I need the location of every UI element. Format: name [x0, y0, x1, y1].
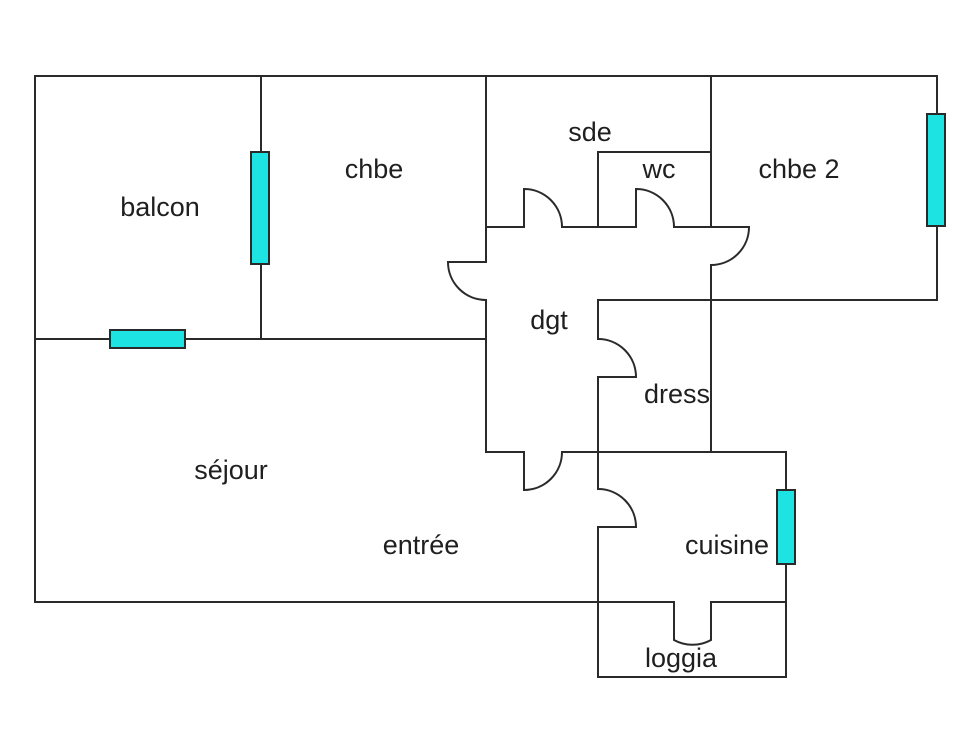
- door-sde: [523, 187, 563, 228]
- window-balcon-chbe: [250, 151, 270, 265]
- door-chbe: [446, 261, 487, 301]
- label-sde: sde: [568, 117, 612, 147]
- window-cuisine: [776, 489, 796, 565]
- label-chbe2: chbe 2: [758, 154, 839, 184]
- label-sejour: séjour: [194, 455, 268, 485]
- windows: [109, 113, 946, 565]
- door-chbe2: [710, 226, 751, 266]
- door-cuisine: [597, 488, 638, 528]
- window-chbe2: [926, 113, 946, 227]
- door-loggia: [673, 602, 712, 646]
- room-labels: balcon chbe sde wc chbe 2 dgt dress séjo…: [120, 117, 839, 673]
- label-dress: dress: [644, 379, 710, 409]
- label-entree: entrée: [383, 530, 460, 560]
- door-dgt-entree: [523, 451, 563, 492]
- door-dress: [597, 338, 638, 378]
- label-balcon: balcon: [120, 192, 200, 222]
- door-wc: [635, 187, 675, 228]
- label-wc: wc: [642, 154, 676, 184]
- label-chbe: chbe: [345, 154, 404, 184]
- doors: [446, 187, 751, 646]
- window-balcon-sejour: [109, 329, 186, 349]
- label-dgt: dgt: [530, 305, 568, 335]
- label-loggia: loggia: [645, 643, 718, 673]
- label-cuisine: cuisine: [685, 530, 769, 560]
